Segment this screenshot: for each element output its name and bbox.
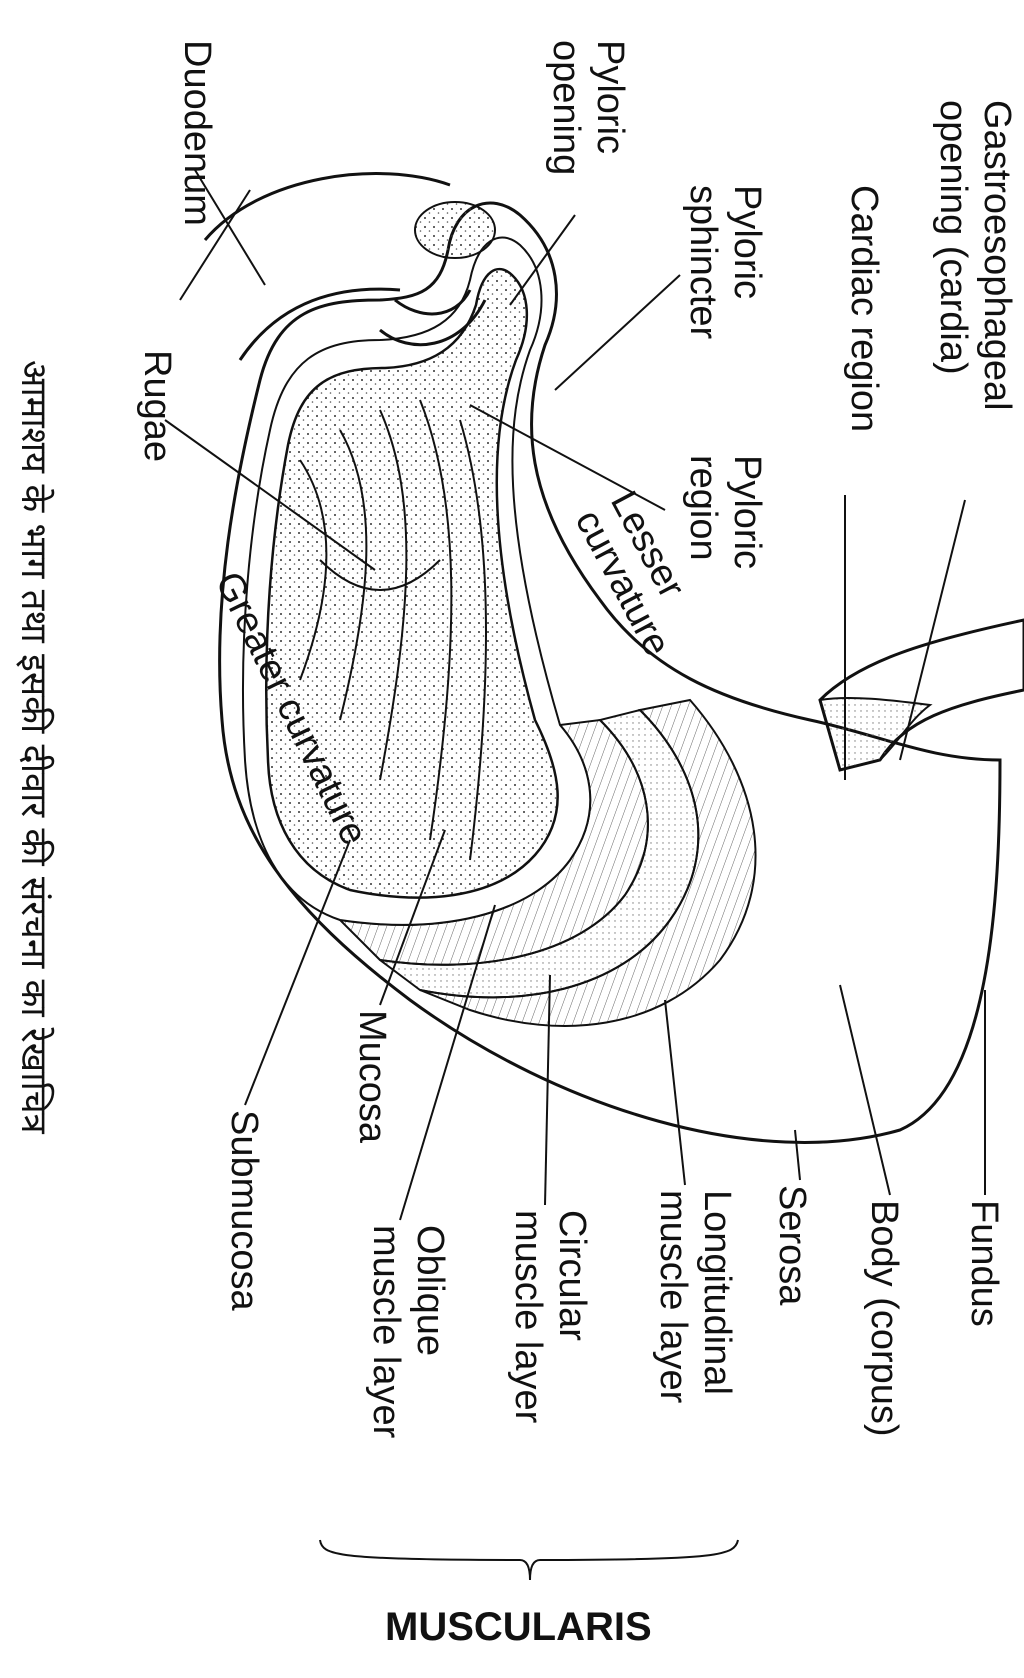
label-pyloric-opening: Pyloric opening — [545, 40, 631, 175]
stomach-outer-wall — [218, 201, 1002, 1144]
cardia-opening — [818, 696, 933, 772]
mucosa-interior — [265, 267, 559, 899]
label-pyloric-region: Pyloric region — [682, 455, 768, 580]
leader-lines — [164, 169, 986, 1581]
pyloric-opening-shape — [414, 201, 496, 259]
rugae-folds — [299, 399, 487, 861]
label-gastroesophageal: Gastroesophageal opening (cardia) — [932, 100, 1018, 421]
label-duodenum: Duodenum — [176, 40, 218, 226]
label-pyloric-sphincter: Pyloric sphincter — [682, 185, 768, 340]
pyloric-sphincter-ring — [379, 289, 487, 347]
label-cardiac-region: Cardiac region — [843, 185, 885, 432]
label-oblique: Oblique muscle layer — [365, 1225, 451, 1439]
label-circular: Circular muscle layer — [507, 1210, 593, 1424]
label-body-corpus: Body (corpus) — [863, 1200, 905, 1437]
duodenum-outline — [203, 172, 451, 361]
label-serosa: Serosa — [771, 1185, 813, 1306]
label-fundus: Fundus — [963, 1200, 1005, 1327]
figure-caption: आमाशय के भाग तथा इसकी दीवार की संरचना का… — [13, 360, 55, 1135]
label-muscularis: MUSCULARIS — [385, 1605, 652, 1649]
label-rugae: Rugae — [136, 350, 178, 462]
label-longitudinal: Longitudinal muscle layer — [652, 1190, 738, 1406]
label-mucosa: Mucosa — [351, 1010, 393, 1144]
label-submucosa: Submucosa — [223, 1110, 265, 1312]
